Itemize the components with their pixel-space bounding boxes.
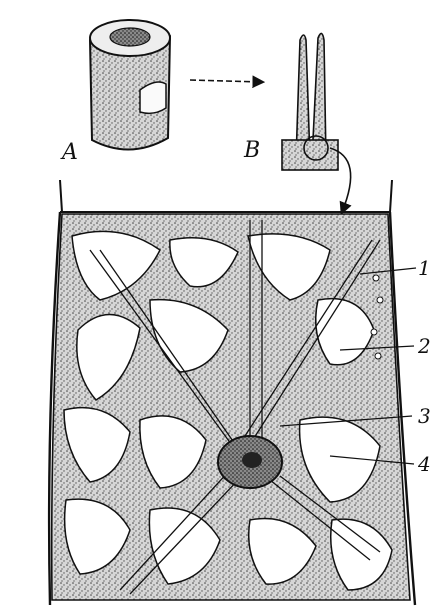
stem-cylinder [90,20,170,150]
panel-label-a: A [62,142,78,164]
callout-label-3: 3 [418,406,431,426]
nucleus [218,436,282,488]
callout-label-4: 4 [418,454,431,474]
panel-label-b: B [244,140,260,162]
arrow-a-to-b [190,80,262,82]
hair-detail [282,33,338,170]
callout-label-2: 2 [418,336,431,356]
callout-label-1: 1 [418,258,431,278]
